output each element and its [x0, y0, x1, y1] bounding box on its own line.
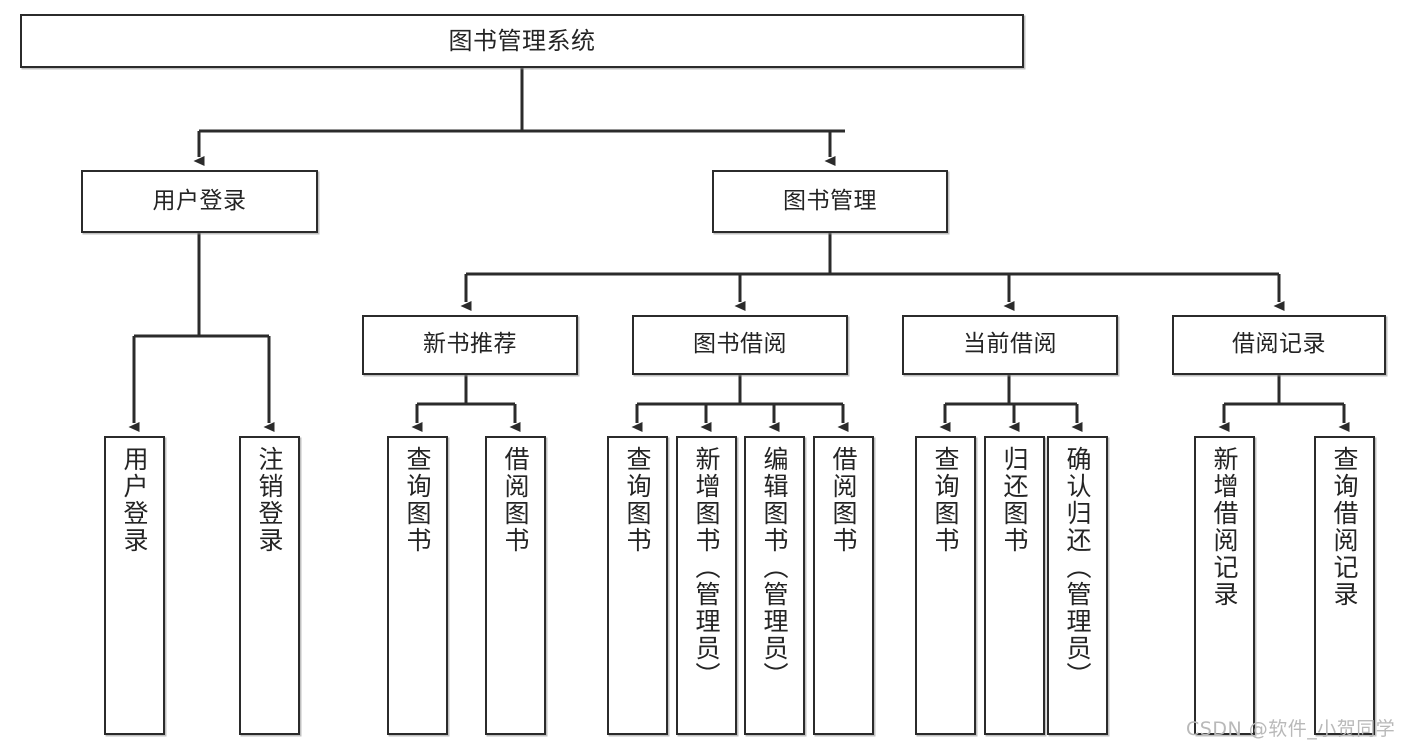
node-book-management[interactable]: 图书管理 — [712, 170, 948, 233]
node-book-borrow[interactable]: 图书借阅 — [632, 315, 848, 375]
leaf-current-query-book[interactable]: 查询图书 — [915, 436, 976, 735]
node-root-book-management-system[interactable]: 图书管理系统 — [20, 14, 1024, 68]
leaf-record-query-record[interactable]: 查询借阅记录 — [1314, 436, 1375, 735]
watermark: CSDN @软件_小贺同学 — [1186, 718, 1396, 740]
leaf-borrow-add-book-admin[interactable]: 新增图书（管理员） — [676, 436, 737, 735]
node-label: 借阅记录 — [1232, 331, 1326, 358]
node-label: 确认归还（管理员） — [1063, 446, 1092, 689]
node-label: 新增借阅记录 — [1210, 446, 1239, 608]
node-borrow-record[interactable]: 借阅记录 — [1172, 315, 1386, 375]
node-label: 图书管理系统 — [448, 26, 596, 55]
node-label: 查询图书 — [931, 446, 960, 554]
node-label: 借阅图书 — [829, 446, 858, 554]
node-label: 新书推荐 — [423, 331, 517, 358]
node-label: 查询借阅记录 — [1330, 446, 1359, 608]
leaf-recommend-query-book[interactable]: 查询图书 — [387, 436, 448, 735]
node-label: 用户登录 — [152, 187, 247, 214]
leaf-borrow-edit-book-admin[interactable]: 编辑图书（管理员） — [744, 436, 805, 735]
node-new-book-recommend[interactable]: 新书推荐 — [362, 315, 578, 375]
node-label: 查询图书 — [403, 446, 432, 554]
node-label: 新增图书（管理员） — [692, 446, 721, 689]
leaf-record-add-record[interactable]: 新增借阅记录 — [1194, 436, 1255, 735]
leaf-recommend-borrow-book[interactable]: 借阅图书 — [485, 436, 546, 735]
node-user-login[interactable]: 用户登录 — [81, 170, 318, 233]
node-label: 查询图书 — [623, 446, 652, 554]
node-label: 用户登录 — [120, 446, 149, 554]
node-label: 当前借阅 — [963, 331, 1057, 358]
leaf-user-login-login[interactable]: 用户登录 — [104, 436, 165, 735]
leaf-user-login-logout[interactable]: 注销登录 — [239, 436, 300, 735]
leaf-borrow-query-book[interactable]: 查询图书 — [607, 436, 668, 735]
node-label: 图书借阅 — [693, 331, 787, 358]
node-label: 借阅图书 — [501, 446, 530, 554]
leaf-borrow-borrow-book[interactable]: 借阅图书 — [813, 436, 874, 735]
node-current-borrow[interactable]: 当前借阅 — [902, 315, 1118, 375]
leaf-current-confirm-return-admin[interactable]: 确认归还（管理员） — [1047, 436, 1108, 735]
node-label: 编辑图书（管理员） — [760, 446, 789, 689]
node-label: 图书管理 — [783, 187, 877, 214]
node-label: 归还图书 — [1000, 446, 1029, 554]
node-label: 注销登录 — [255, 446, 284, 554]
leaf-current-return-book[interactable]: 归还图书 — [984, 436, 1045, 735]
